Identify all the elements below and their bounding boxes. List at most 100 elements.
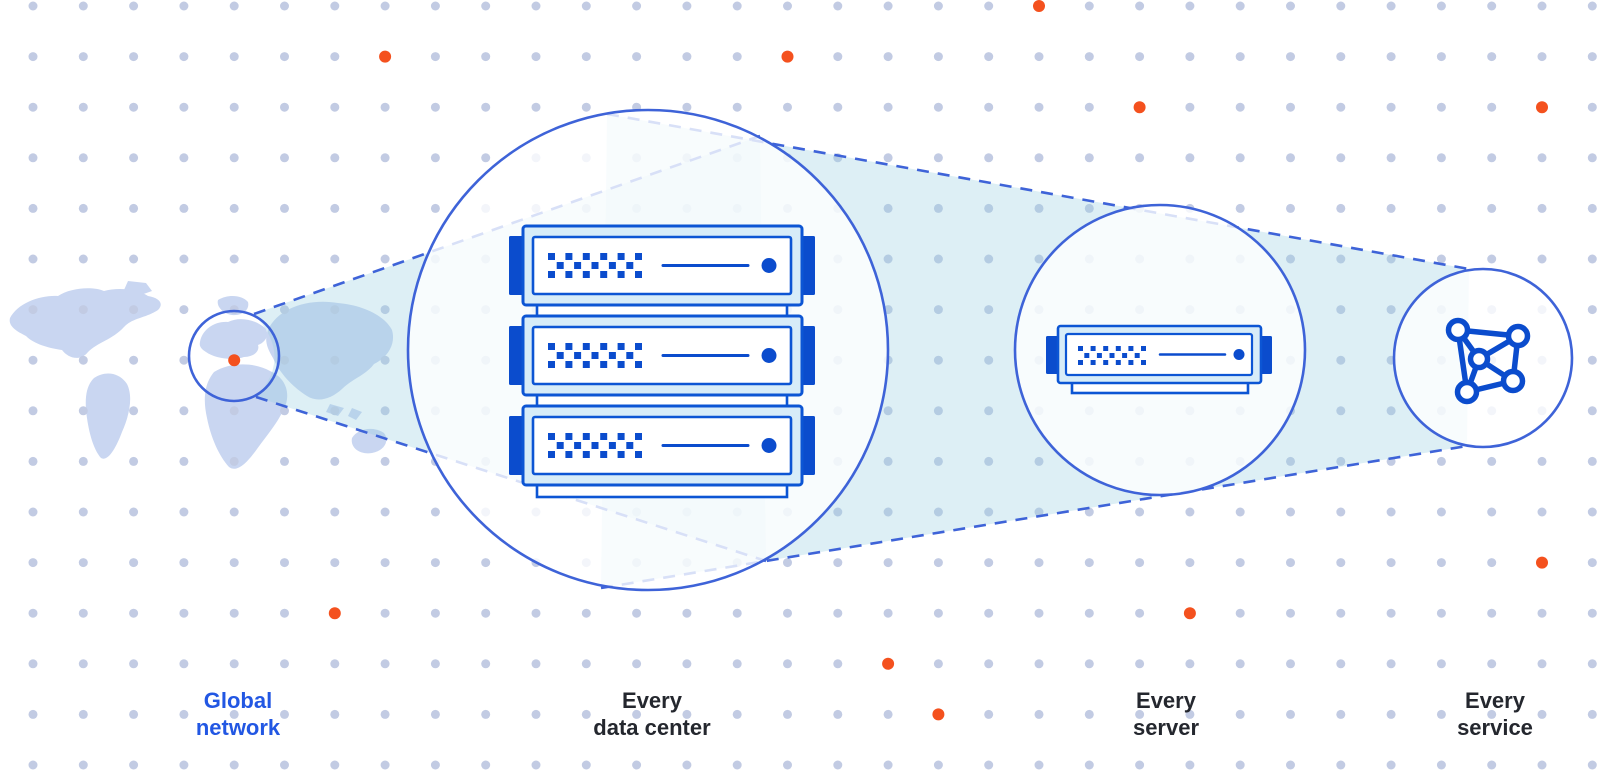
- grid-dot: [280, 102, 289, 112]
- vent-square: [582, 343, 590, 350]
- grid-dot: [682, 760, 692, 770]
- grid-dot: [1487, 558, 1497, 568]
- grid-dot: [179, 254, 189, 264]
- grid-dot: [179, 102, 189, 112]
- grid-dot: [28, 1, 38, 11]
- grid-dot: [129, 659, 139, 669]
- grid-dot: [28, 52, 38, 62]
- grid-dot: [380, 406, 390, 416]
- grid-dot: [732, 760, 742, 770]
- grid-dot: [984, 355, 994, 365]
- vent-square: [1090, 346, 1096, 351]
- grid-dot: [883, 254, 893, 264]
- highlight-dot: [328, 607, 341, 620]
- grid-dot: [78, 1, 88, 11]
- grid-dot: [883, 1, 893, 11]
- vent-square: [548, 271, 555, 278]
- grid-dot: [229, 102, 239, 112]
- grid-dot: [78, 406, 88, 416]
- grid-dot: [430, 608, 440, 618]
- grid-dot: [531, 760, 541, 770]
- grid-dot: [1084, 608, 1094, 618]
- vent-square: [582, 361, 590, 368]
- server-led: [761, 438, 777, 453]
- grid-dot: [380, 305, 390, 315]
- grid-dot: [1185, 102, 1195, 112]
- vent-square: [548, 451, 555, 458]
- grid-dot: [1084, 659, 1094, 669]
- grid-dot: [933, 102, 943, 112]
- grid-dot: [129, 203, 139, 213]
- grid-dot: [179, 1, 189, 11]
- grid-dot: [481, 760, 491, 770]
- grid-dot: [280, 305, 289, 315]
- grid-dot: [78, 305, 88, 315]
- grid-dot: [1436, 709, 1446, 719]
- grid-dot: [1436, 558, 1446, 568]
- grid-dot: [1587, 760, 1597, 770]
- grid-dot: [179, 153, 189, 163]
- grid-dot: [1135, 709, 1145, 719]
- grid-dot: [1084, 153, 1094, 163]
- label-every-data-center-line1: Every: [622, 688, 683, 713]
- server-ear-right: [800, 326, 815, 385]
- grid-dot: [1487, 102, 1497, 112]
- vent-square: [1096, 353, 1102, 358]
- grid-dot: [229, 305, 239, 315]
- vent-square: [548, 253, 555, 260]
- grid-dot: [833, 507, 843, 517]
- grid-dot: [1185, 507, 1195, 517]
- grid-dot: [1537, 203, 1547, 213]
- grid-dot: [1386, 558, 1396, 568]
- grid-dot: [682, 1, 692, 11]
- grid-dot: [632, 709, 642, 719]
- grid-dot: [229, 760, 239, 770]
- grid-dot: [984, 760, 994, 770]
- grid-dot: [1034, 153, 1044, 163]
- vent-square: [548, 361, 555, 368]
- grid-dot: [984, 406, 994, 416]
- grid-dot: [1286, 709, 1295, 719]
- grid-dot: [330, 507, 340, 517]
- grid-dot: [1084, 558, 1094, 568]
- vent-square: [1115, 360, 1121, 365]
- grid-dot: [1537, 659, 1547, 669]
- grid-dot: [179, 659, 189, 669]
- vent-square: [548, 433, 555, 440]
- vent-square: [574, 262, 582, 269]
- grid-dot: [229, 608, 239, 618]
- highlight-dot: [882, 657, 895, 670]
- grid-dot: [1587, 52, 1597, 62]
- grid-dot: [933, 456, 943, 466]
- grid-dot: [1034, 608, 1044, 618]
- grid-dot: [1386, 254, 1396, 264]
- grid-dot: [330, 203, 340, 213]
- grid-dot: [1286, 558, 1295, 568]
- grid-dot: [1286, 102, 1295, 112]
- grid-dot: [179, 760, 189, 770]
- grid-dot: [933, 305, 943, 315]
- grid-dot: [1487, 1, 1497, 11]
- grid-dot: [1235, 760, 1245, 770]
- grid-dot: [833, 102, 843, 112]
- grid-dot: [330, 355, 340, 365]
- grid-dot: [1537, 153, 1547, 163]
- grid-dot: [933, 52, 943, 62]
- grid-dot: [833, 1, 843, 11]
- grid-dot: [1336, 355, 1346, 365]
- grid-dot: [1587, 153, 1597, 163]
- grid-dot: [280, 52, 289, 62]
- grid-dot: [732, 709, 742, 719]
- grid-dot: [783, 709, 792, 719]
- grid-dot: [1386, 406, 1396, 416]
- grid-dot: [78, 153, 88, 163]
- vent-square: [600, 361, 608, 368]
- grid-dot: [1286, 760, 1295, 770]
- grid-dot: [28, 355, 38, 365]
- grid-dot: [632, 1, 642, 11]
- grid-dot: [682, 52, 692, 62]
- vent-square: [574, 352, 582, 359]
- grid-dot: [581, 608, 591, 618]
- grid-dot: [1487, 153, 1497, 163]
- grid-dot: [481, 1, 491, 11]
